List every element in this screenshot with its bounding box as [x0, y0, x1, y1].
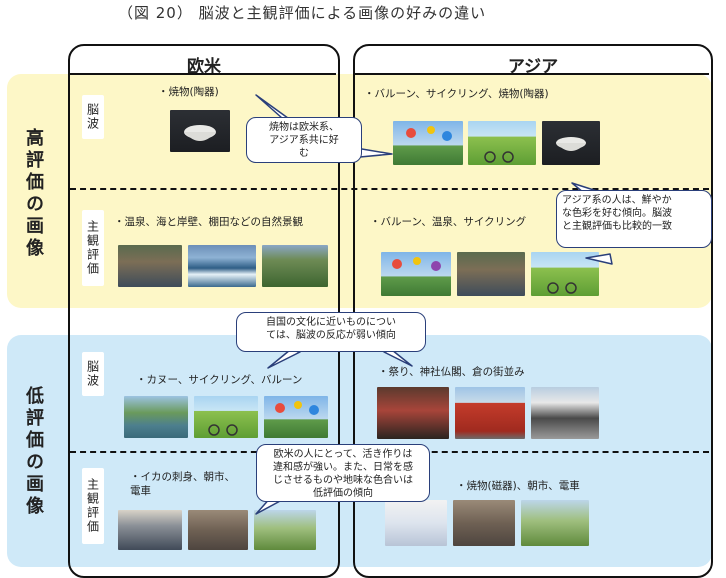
photo-cycling-eu-low: [194, 396, 258, 438]
photo-train-eu: [254, 510, 316, 550]
photo-morning-market-eu: [188, 510, 248, 550]
photo-onsen-eu: [118, 245, 182, 287]
caption-eu-low-subjective: ・イカの刺身、朝市、 電車: [130, 471, 235, 497]
caption-as-low-brain: ・祭り、神社仏閣、倉の街並み: [378, 366, 525, 378]
photo-balloon-eu-low: [264, 396, 328, 438]
photo-onsen-as: [457, 252, 525, 296]
photo-pottery-as: [542, 121, 600, 165]
pottery-bowl-icon: [556, 137, 586, 151]
photo-train-as: [521, 500, 589, 546]
photo-morning-market-as: [453, 500, 515, 546]
caption-as-high-brain: ・バルーン、サイクリング、焼物(陶器): [364, 88, 549, 100]
balloon-icon: [275, 401, 319, 415]
photo-cycling-as-high: [468, 121, 536, 165]
photo-balloon-as-high: [393, 121, 463, 165]
row-label-high: 高評価の画像: [23, 128, 44, 260]
caption-eu-low-brain: ・カヌー、サイクリング、バルーン: [136, 374, 303, 386]
photo-squid-sashimi-eu: [118, 510, 182, 550]
row-label-low: 低評価の画像: [23, 386, 44, 518]
europe-header: 欧米: [187, 57, 221, 77]
balloon-icon: [392, 257, 441, 271]
callout-western-sashimi: 欧米の人にとって、活き作りは 違和感が強い。また、日常を感 じさせるものや地味な…: [256, 444, 430, 502]
photo-cycling-as-subjective: [531, 252, 599, 296]
photo-balloon-as-subjective: [381, 252, 451, 296]
photo-coast-eu: [188, 245, 256, 287]
photo-porcelain-as: [385, 500, 447, 546]
sublabel-brain-low: 脳波: [82, 352, 104, 396]
figure-title: （図 20） 脳波と主観評価による画像の好みの違い: [118, 4, 487, 22]
callout-asia-vivid-colors: アジア系の人は、鮮やか な色彩を好む傾向。脳波 と主観評価も比較的一致: [556, 190, 712, 248]
high-brain-subjective-divider: [70, 188, 709, 190]
cycling-icon: [484, 151, 514, 163]
asia-header: アジア: [507, 57, 559, 77]
photo-shrine-as: [455, 387, 525, 439]
pottery-bowl-icon: [184, 125, 216, 141]
caption-as-high-subjective: ・バルーン、温泉、サイクリング: [370, 216, 527, 228]
sublabel-subjective-high: 主観評価: [82, 210, 104, 286]
cycling-icon: [547, 282, 577, 294]
balloon-icon: [406, 126, 452, 141]
sublabel-brain-high: 脳波: [82, 95, 104, 139]
callout-pottery-both: 焼物は欧米系、 アジア系共に好 む: [246, 117, 362, 163]
asia-header-divider: [355, 73, 709, 75]
caption-eu-high-subjective: ・温泉、海と岸壁、棚田などの自然景観: [114, 216, 303, 228]
photo-storehouse-street-as: [531, 387, 599, 439]
europe-header-divider: [70, 73, 336, 75]
sublabel-subjective-low: 主観評価: [82, 468, 104, 544]
photo-festival-as: [377, 387, 449, 439]
caption-as-low-subjective: ・焼物(磁器)、朝市、電車: [456, 480, 580, 492]
caption-eu-high-brain: ・焼物(陶器): [158, 86, 219, 98]
photo-canoe-eu: [124, 396, 188, 438]
photo-pottery-eu: [170, 110, 230, 152]
photo-rice-terrace-eu: [262, 245, 328, 287]
cycling-icon: [208, 424, 238, 436]
callout-own-culture: 自国の文化に近いものについ ては、脳波の反応が弱い傾向: [236, 312, 426, 352]
